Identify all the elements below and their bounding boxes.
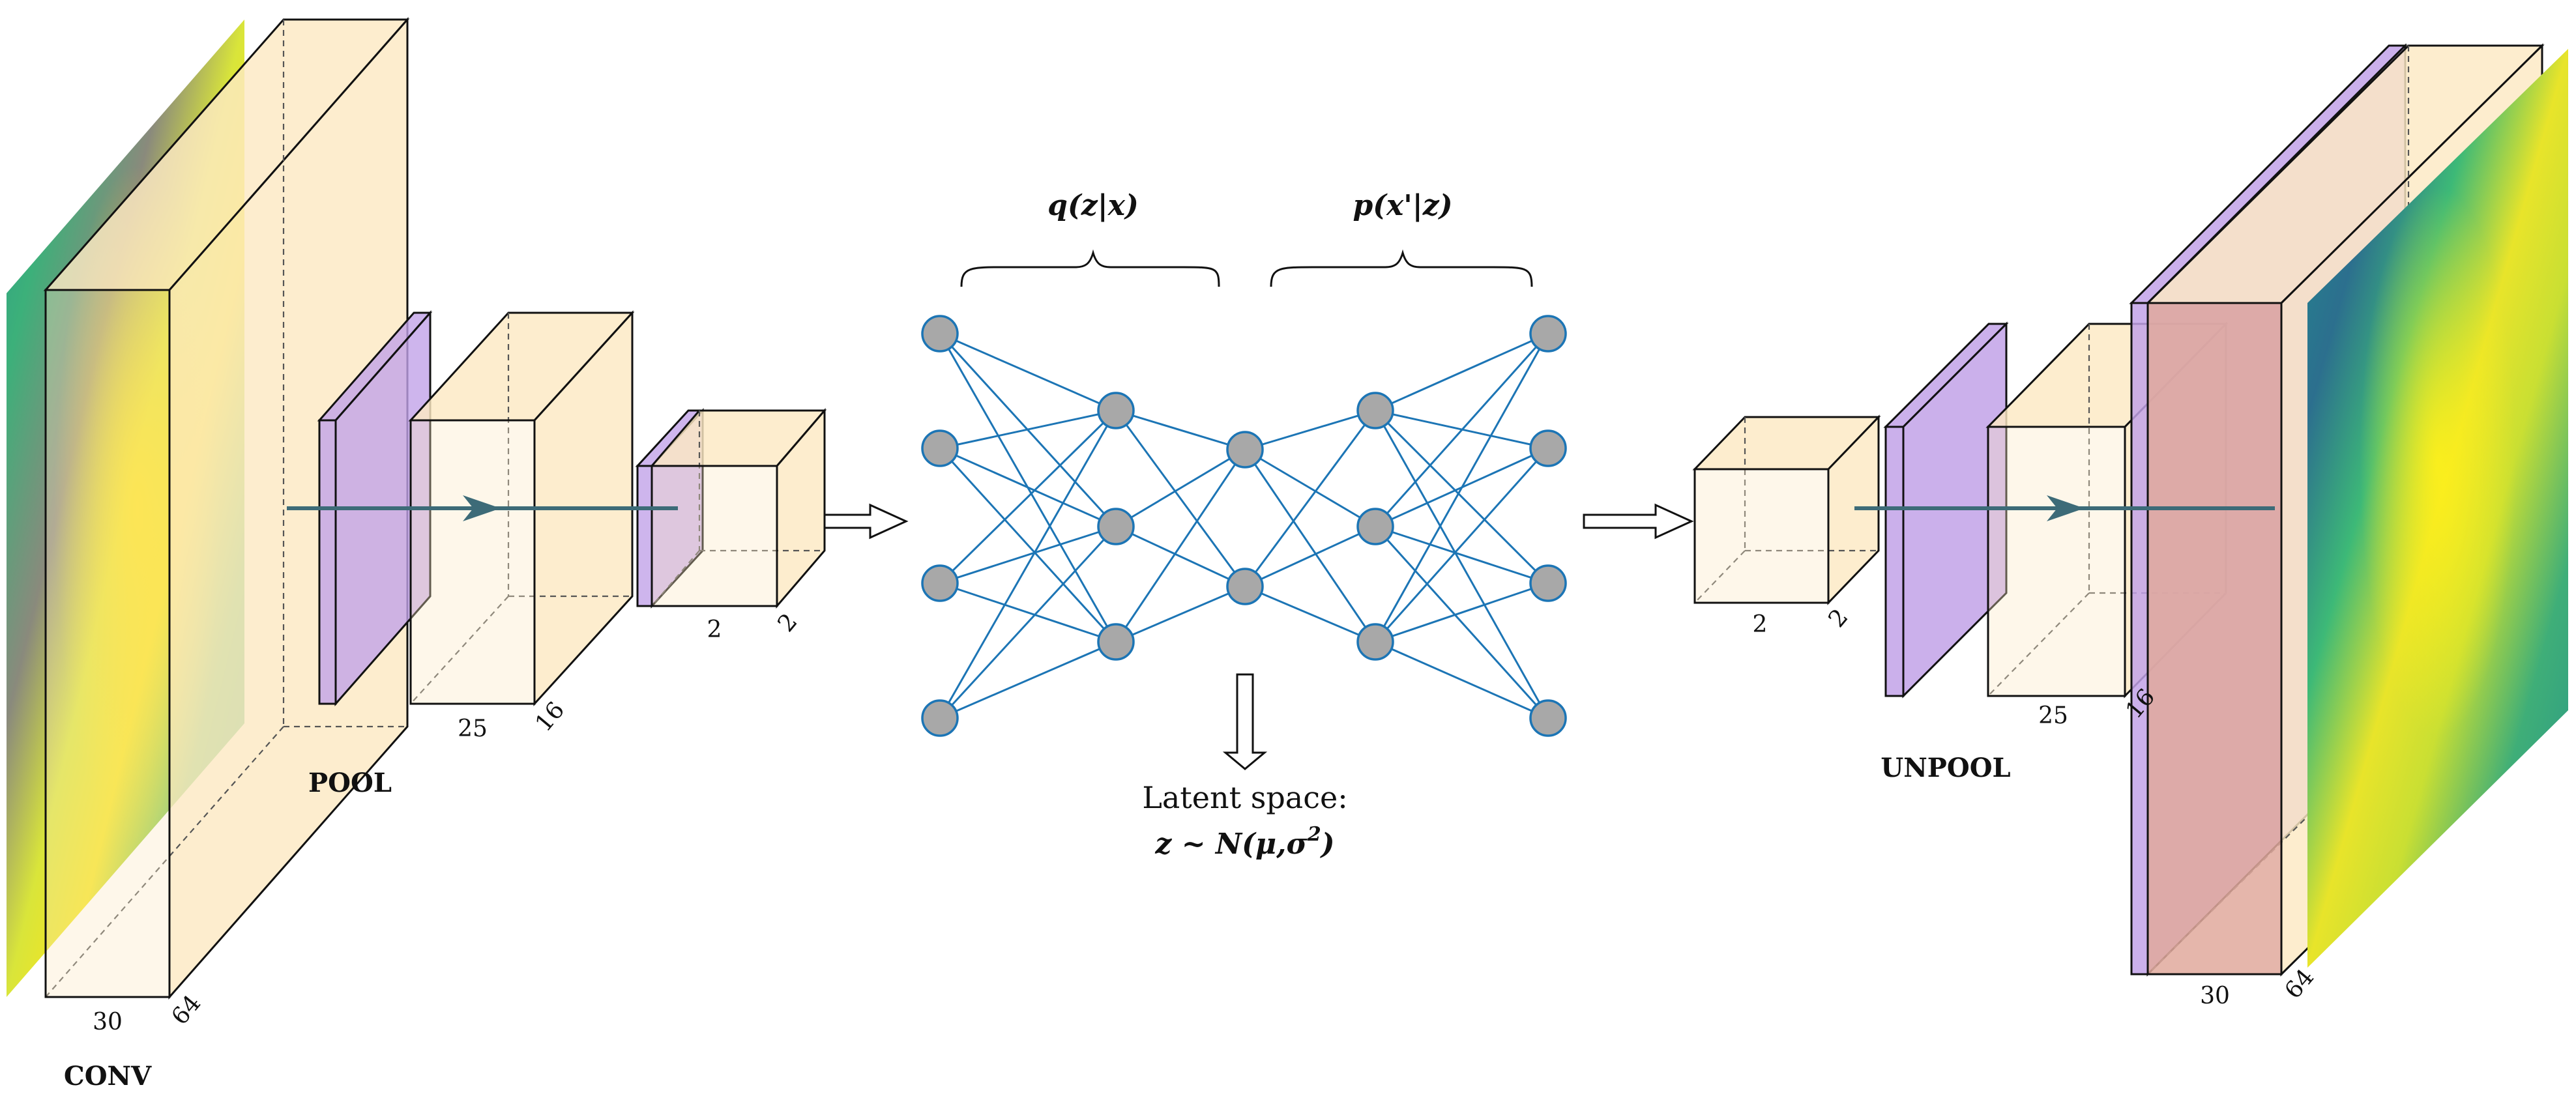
enc-conv-dim-depth: 64 xyxy=(166,990,206,1030)
network-node xyxy=(921,699,959,737)
network-edge xyxy=(1244,585,1376,643)
network-node xyxy=(921,564,959,602)
unpool-label: UNPOOL xyxy=(1881,753,2010,783)
network-edge xyxy=(939,332,1117,412)
network-node xyxy=(1529,699,1567,737)
network-edge xyxy=(1374,410,1549,719)
network-node xyxy=(1529,429,1567,467)
network-edge xyxy=(1244,410,1377,587)
encoder-brace xyxy=(960,249,1220,287)
network-edge xyxy=(1244,525,1376,588)
latent-formula-exponent: 2 xyxy=(1307,823,1321,846)
network-edge xyxy=(1374,333,1549,643)
network-edge xyxy=(1115,525,1246,588)
network-edge xyxy=(1375,525,1549,585)
network-edge xyxy=(1244,449,1377,643)
dec-pool-dim-width: 25 xyxy=(2038,702,2068,729)
network-edge xyxy=(1115,409,1246,451)
network-node xyxy=(1356,392,1394,429)
network-edge xyxy=(939,447,1117,643)
decoder-small-block xyxy=(1692,414,1881,605)
network-to-decoder-arrow xyxy=(1583,503,1694,540)
network-edge xyxy=(1244,409,1376,451)
network-edge xyxy=(1375,582,1549,643)
network-node xyxy=(1226,431,1264,469)
network-edge xyxy=(1115,585,1246,643)
network-edge xyxy=(939,409,1117,450)
network-node xyxy=(1226,568,1264,605)
network-node xyxy=(1097,508,1135,545)
latent-space-formula: z ~ N(μ,σ2) xyxy=(1154,823,1334,861)
network-edge xyxy=(1115,448,1246,528)
dec-conv-dim-width: 30 xyxy=(2200,983,2230,1009)
encoder-distribution-label: q(z|x) xyxy=(1047,189,1139,222)
network-edge xyxy=(939,410,1117,719)
dec-small-dim-depth: 2 xyxy=(1823,604,1853,633)
network-nodes xyxy=(921,315,1567,737)
latent-formula-prefix: z ~ N(μ,σ xyxy=(1154,828,1308,861)
decoder-output-heatmap xyxy=(2307,49,2568,968)
network-edge xyxy=(1115,410,1246,587)
encoder-flow-arrowhead xyxy=(463,495,501,521)
dec-small-dim-width: 2 xyxy=(1753,611,1768,638)
network-edge xyxy=(939,447,1117,528)
neural-network xyxy=(921,315,1567,737)
network-node xyxy=(1097,392,1135,429)
network-node xyxy=(1097,623,1135,661)
network-edge xyxy=(939,582,1117,643)
network-node xyxy=(921,315,959,353)
network-edge xyxy=(1115,449,1246,643)
enc-small-dim-width: 2 xyxy=(707,616,722,643)
network-node xyxy=(1529,315,1567,353)
network-edge xyxy=(939,641,1117,719)
network-edge xyxy=(1374,448,1549,643)
network-edge xyxy=(939,409,1117,585)
enc-conv-dim-width: 30 xyxy=(93,1009,123,1035)
network-edge xyxy=(939,525,1117,719)
decoder-distribution-label: p(x'|z) xyxy=(1353,189,1452,222)
network-node xyxy=(921,429,959,467)
network-edge xyxy=(1374,525,1549,719)
network-edge xyxy=(1374,409,1549,585)
latent-down-arrow xyxy=(1222,673,1268,770)
enc-pool-dim-width: 25 xyxy=(458,716,488,742)
network-edge xyxy=(1374,332,1549,528)
network-edge xyxy=(1244,448,1376,528)
decoder-flow-arrowhead xyxy=(2047,495,2085,521)
network-node xyxy=(1356,508,1394,545)
enc-small-dim-depth: 2 xyxy=(772,609,802,637)
network-edge xyxy=(1375,641,1549,719)
encoder-to-network-arrow xyxy=(823,503,909,540)
latent-formula-suffix: ) xyxy=(1320,828,1335,861)
decoder-brace xyxy=(1270,249,1533,287)
network-node xyxy=(1529,564,1567,602)
latent-space-title: Latent space: xyxy=(1142,780,1347,815)
network-edge xyxy=(1375,332,1549,412)
network-node xyxy=(1356,623,1394,661)
network-edge xyxy=(939,525,1117,585)
pool-label: POOL xyxy=(308,768,392,798)
network-edges xyxy=(939,332,1549,719)
encoder-small-block xyxy=(649,407,827,609)
conv-label: CONV xyxy=(64,1061,152,1091)
